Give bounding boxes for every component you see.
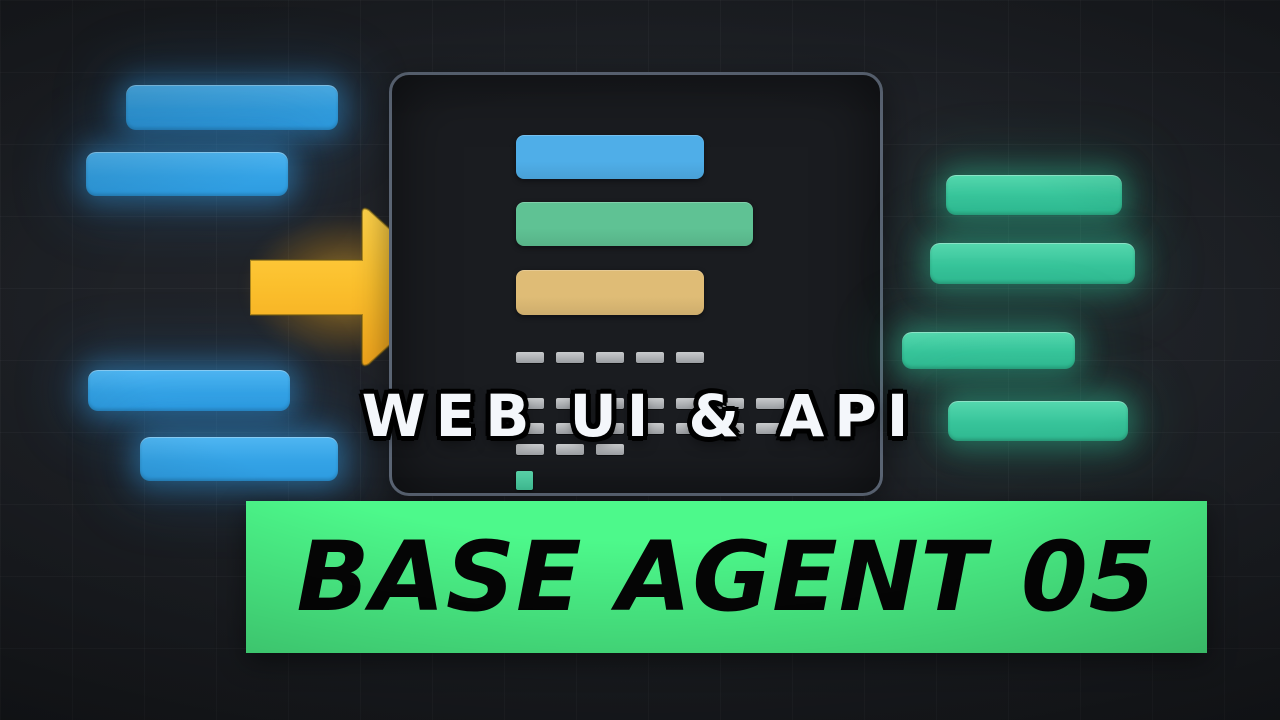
right-bar-3	[902, 332, 1075, 369]
dash-row-4-seg-3	[596, 444, 624, 455]
dash-row-1-seg-3	[596, 352, 624, 363]
dash-row-3-seg-3	[596, 423, 624, 434]
title-banner: BASE AGENT 05	[246, 501, 1207, 653]
headline-text: WEB UI & API	[361, 382, 919, 450]
panel-bar-tan	[516, 270, 704, 315]
dash-row-2-seg-6	[716, 398, 744, 409]
right-bar-2	[930, 243, 1135, 284]
panel-bar-green	[516, 202, 753, 246]
dash-row-1-seg-1	[516, 352, 544, 363]
dash-row-2-seg-7	[756, 398, 784, 409]
banner-title: BASE AGENT 05	[296, 521, 1157, 633]
dash-row-4-seg-2	[556, 444, 584, 455]
dash-row-2-seg-3	[596, 398, 624, 409]
dash-row-1-seg-2	[556, 352, 584, 363]
right-bar-1	[946, 175, 1122, 215]
dash-row-3-seg-5	[676, 423, 704, 434]
dash-row-3-seg-1	[516, 423, 544, 434]
panel-bar-blue	[516, 135, 704, 179]
mini-green-square	[516, 471, 533, 490]
dash-row-3-seg-4	[636, 423, 664, 434]
dash-row-1-seg-5	[676, 352, 704, 363]
left-bar-1	[126, 85, 338, 130]
dash-row-2-seg-4	[636, 398, 664, 409]
dash-row-2-seg-5	[676, 398, 704, 409]
right-bar-4	[948, 401, 1128, 441]
dash-row-2-seg-2	[556, 398, 584, 409]
dash-row-2-seg-1	[516, 398, 544, 409]
dash-row-4-seg-1	[516, 444, 544, 455]
dash-row-1-seg-4	[636, 352, 664, 363]
dash-row-3-seg-7	[756, 423, 784, 434]
left-bar-4	[140, 437, 338, 481]
dash-row-3-seg-2	[556, 423, 584, 434]
dash-row-3-seg-6	[716, 423, 744, 434]
